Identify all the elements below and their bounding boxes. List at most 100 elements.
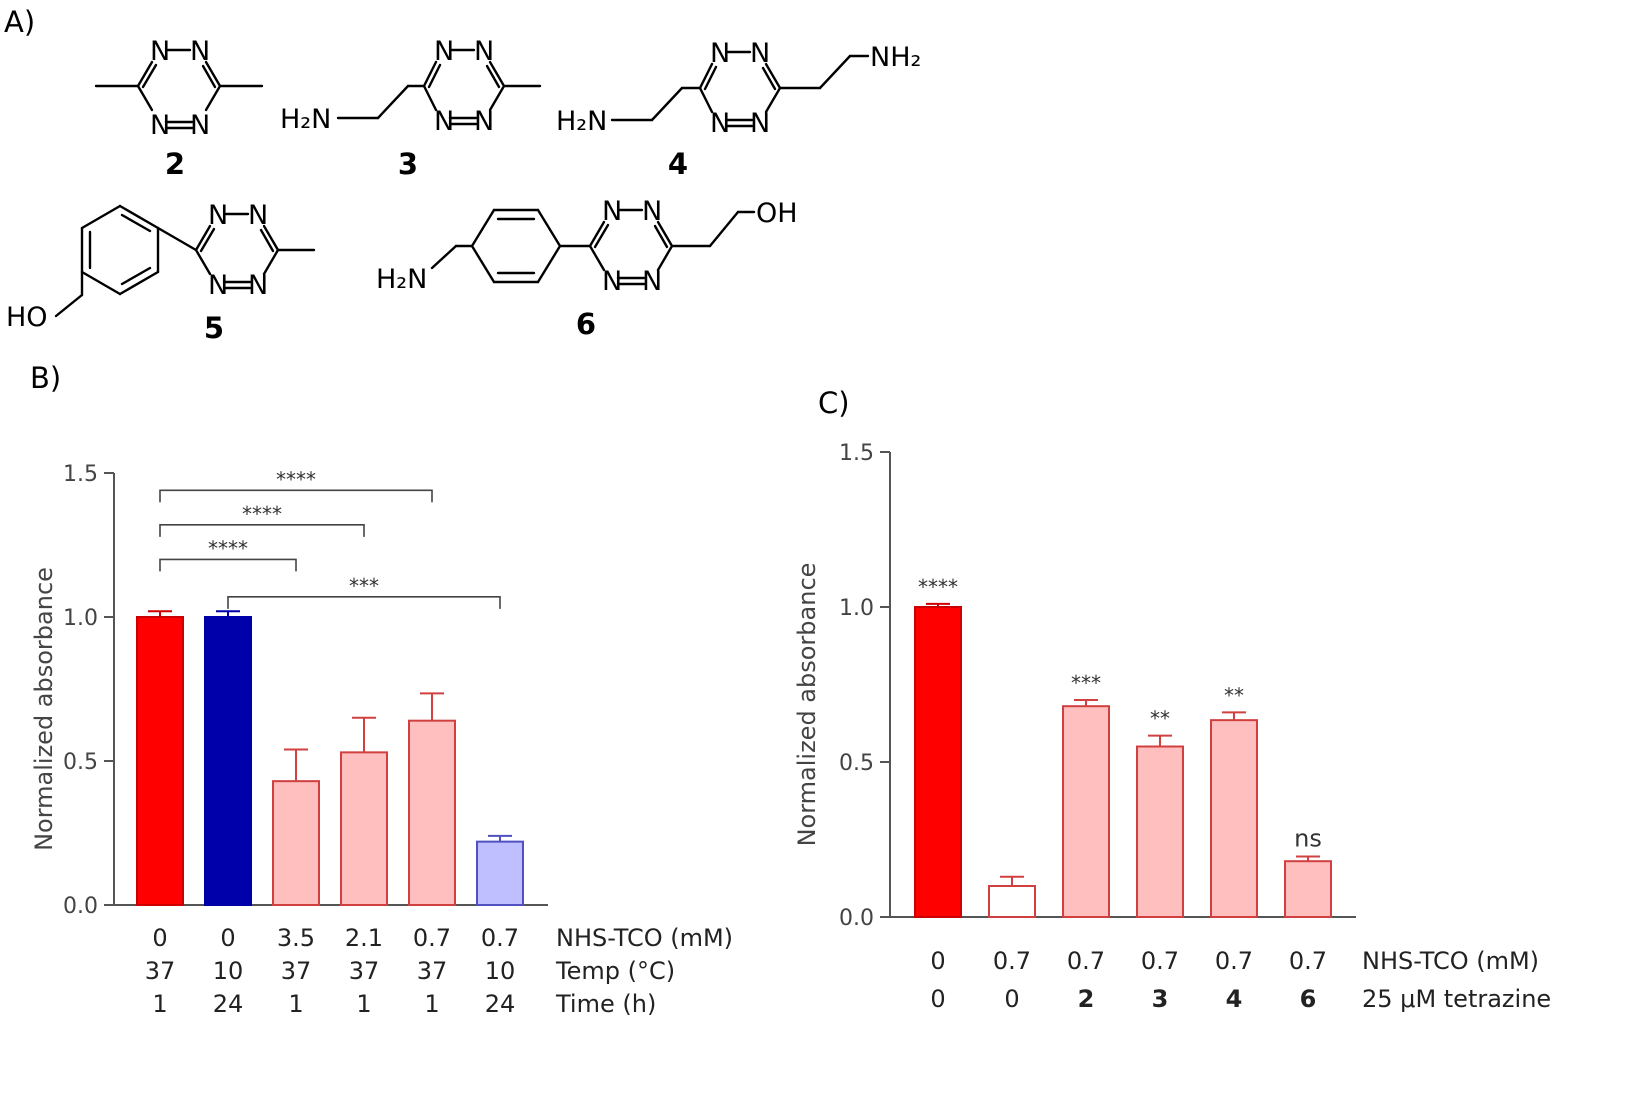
compound-4-amine-left: H₂N: [556, 106, 607, 137]
compound-6-n2: N: [642, 196, 662, 227]
significance-label: ****: [242, 502, 282, 526]
condition-row-label: Temp (°C): [555, 957, 675, 985]
x-tick-label: 37: [281, 957, 312, 985]
compound-3-amine: H₂N: [280, 104, 331, 135]
compound-5-n3: N: [208, 270, 228, 301]
significance-label: ***: [349, 574, 379, 598]
x-tick-label: 24: [213, 990, 244, 1018]
panel-label-c: C): [818, 386, 850, 420]
significance-label: ****: [276, 467, 316, 491]
x-tick-label: 6: [1300, 985, 1317, 1013]
compound-4-structure: H₂N N N N N NH₂ 4: [556, 38, 921, 181]
compound-6-n4: N: [642, 266, 662, 297]
x-tick-label: 0: [930, 985, 945, 1013]
x-tick-label: 3: [1152, 985, 1169, 1013]
x-tick-label: 0.7: [481, 924, 519, 952]
compound-2-n4: N: [190, 110, 210, 141]
significance-bracket: [227, 596, 501, 609]
x-tick-label: 0.7: [1067, 947, 1105, 975]
compound-5-structure: HO N N N N 5: [6, 200, 316, 345]
panel-label-b: B): [30, 361, 61, 395]
x-tick-label: 1: [288, 990, 303, 1018]
bar-significance-label: ns: [1294, 825, 1322, 853]
bar: [1062, 705, 1110, 919]
condition-row-label: NHS-TCO (mM): [1362, 947, 1539, 975]
compound-2-n2: N: [190, 36, 210, 67]
compound-3-n1: N: [434, 36, 454, 67]
panel-label-a: A): [4, 5, 35, 39]
significance-bracket: [159, 524, 365, 537]
y-tick-label: 1.0: [839, 596, 874, 621]
x-tick-label: 1: [424, 990, 439, 1018]
compound-6-n1: N: [602, 196, 622, 227]
compound-6-hydroxyl: OH: [756, 198, 798, 229]
bar: [340, 751, 388, 906]
x-tick-label: 0: [220, 924, 235, 952]
condition-row-label: NHS-TCO (mM): [556, 924, 733, 952]
x-tick-label: 0.7: [1215, 947, 1253, 975]
x-tick-label: 37: [349, 957, 380, 985]
x-tick-label: 24: [485, 990, 516, 1018]
compound-4-n3: N: [710, 108, 730, 139]
bar: [408, 719, 456, 906]
y-tick-label: 1.5: [839, 441, 874, 466]
significance-bracket: [159, 489, 433, 503]
compound-6-label: 6: [576, 307, 596, 341]
compound-3-n2: N: [474, 36, 494, 67]
x-tick-label: 0: [152, 924, 167, 952]
bar: [914, 606, 962, 918]
significance-label: ****: [208, 536, 248, 560]
compound-3-n3: N: [434, 106, 454, 137]
compound-4-n1: N: [710, 38, 730, 69]
compound-5-n4: N: [248, 270, 268, 301]
compound-3-label: 3: [398, 147, 418, 181]
bar: [136, 616, 184, 906]
bar: [1284, 860, 1332, 919]
compound-6-structure: H₂N N N N N OH 6: [376, 196, 798, 341]
x-tick-label: 1: [356, 990, 371, 1018]
compound-2-n3: N: [150, 110, 170, 141]
bar-significance-label: ***: [1071, 671, 1101, 695]
compound-4-n4: N: [750, 108, 770, 139]
x-tick-label: 2.1: [345, 924, 383, 952]
x-tick-label: 37: [145, 957, 176, 985]
bar: [988, 885, 1036, 918]
bar: [476, 840, 524, 907]
compound-6-n3: N: [602, 266, 622, 297]
bar-significance-label: **: [1224, 683, 1244, 707]
y-tick-label: 0.5: [839, 751, 874, 776]
y-tick-label: 0.0: [63, 894, 98, 919]
y-tick-label: 0.5: [63, 750, 98, 775]
x-tick-label: 37: [417, 957, 448, 985]
compound-5-hydroxyl: HO: [6, 302, 48, 333]
compound-3-structure: H₂N N N N N 3: [280, 36, 542, 181]
x-tick-label: 0: [930, 947, 945, 975]
compound-4-label: 4: [668, 147, 688, 181]
x-tick-label: 0.7: [1289, 947, 1327, 975]
x-tick-label: 0.7: [1141, 947, 1179, 975]
compound-2-structure: N N N N 2: [94, 36, 264, 181]
x-tick-label: 0: [1004, 985, 1019, 1013]
y-tick-label: 1.5: [63, 462, 98, 487]
bar: [1136, 745, 1184, 918]
bar: [204, 616, 252, 906]
condition-row-label: Time (h): [555, 990, 656, 1018]
compound-6-amine: H₂N: [376, 264, 427, 295]
bar-significance-label: **: [1150, 707, 1170, 731]
x-tick-label: 4: [1226, 985, 1243, 1013]
y-axis-label: Normalized absorbance: [793, 563, 821, 847]
compound-3-n4: N: [474, 106, 494, 137]
x-tick-label: 10: [485, 957, 516, 985]
significance-bracket: [159, 558, 297, 572]
x-tick-label: 1: [152, 990, 167, 1018]
compound-2-label: 2: [165, 147, 185, 181]
bar: [272, 780, 320, 906]
y-tick-label: 0.0: [839, 906, 874, 931]
y-axis-label: Normalized absorbance: [30, 567, 58, 851]
x-tick-label: 2: [1078, 985, 1095, 1013]
compound-5-n2: N: [248, 200, 268, 231]
x-tick-label: 10: [213, 957, 244, 985]
